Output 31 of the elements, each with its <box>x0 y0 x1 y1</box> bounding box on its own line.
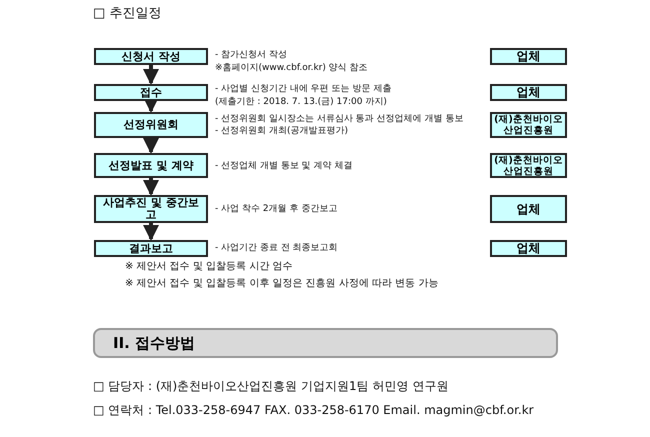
arrow <box>143 178 159 196</box>
arrow <box>143 65 159 85</box>
arrow <box>143 138 159 154</box>
step-description: - 사업 착수 2개월 후 중간보고 <box>215 203 338 215</box>
responsible-party-box: 업체 <box>490 84 567 101</box>
step-description: - 선정업체 개별 통보 및 계약 체결 <box>215 160 352 172</box>
step-description: - 선정위원회 개최(공개발표평가) <box>215 125 348 137</box>
responsible-party-box: 업체 <box>490 195 567 223</box>
step-description: (제출기한 : 2018. 7. 13.(금) 17:00 까지) <box>215 96 387 108</box>
process-box: 선정위원회 <box>94 112 208 138</box>
process-box: 신청서 작성 <box>94 48 208 65</box>
step-description: - 사업기간 종료 전 최종보고회 <box>215 242 338 254</box>
contact-text: □ 담당자 : (재)춘천바이오산업진흥원 기업지원1팀 허민영 연구원 <box>93 378 448 395</box>
process-box: 결과보고 <box>94 240 208 257</box>
note: ※ 제안서 접수 및 입찰등록 이후 일정은 진흥원 사정에 따라 변동 가능 <box>125 277 438 290</box>
step-description: - 참가신청서 작성 <box>215 49 287 61</box>
process-box: 선정발표 및 계약 <box>94 153 208 178</box>
section-heading: □ 추진일정 <box>93 5 162 22</box>
step-description: - 선정위원회 일시장소는 서류심사 통과 선정업체에 개별 통보 <box>215 113 464 125</box>
note: ※ 제안서 접수 및 입찰등록 시간 엄수 <box>125 260 292 273</box>
section-header-bar: II. 접수방법 <box>93 328 558 358</box>
contact-text: □ 연락처 : Tel.033-258-6947 FAX. 033-258-6170 Email. magmin@cbf.or.kr <box>93 402 534 419</box>
process-box: 사업추진 및 중간보고 <box>94 195 208 223</box>
responsible-party-box: 업체 <box>490 240 567 257</box>
responsible-party-box: (재)춘천바이오산업진흥원 <box>490 112 567 138</box>
responsible-party-box: (재)춘천바이오산업진흥원 <box>490 153 567 178</box>
arrow <box>143 223 159 241</box>
step-description: ※홈페이지(www.cbf.or.kr) 양식 참조 <box>215 62 368 74</box>
responsible-party-box: 업체 <box>490 48 567 65</box>
step-description: - 사업별 신청기간 내에 우편 또는 방문 제출 <box>215 83 392 95</box>
process-box: 접수 <box>94 84 208 101</box>
